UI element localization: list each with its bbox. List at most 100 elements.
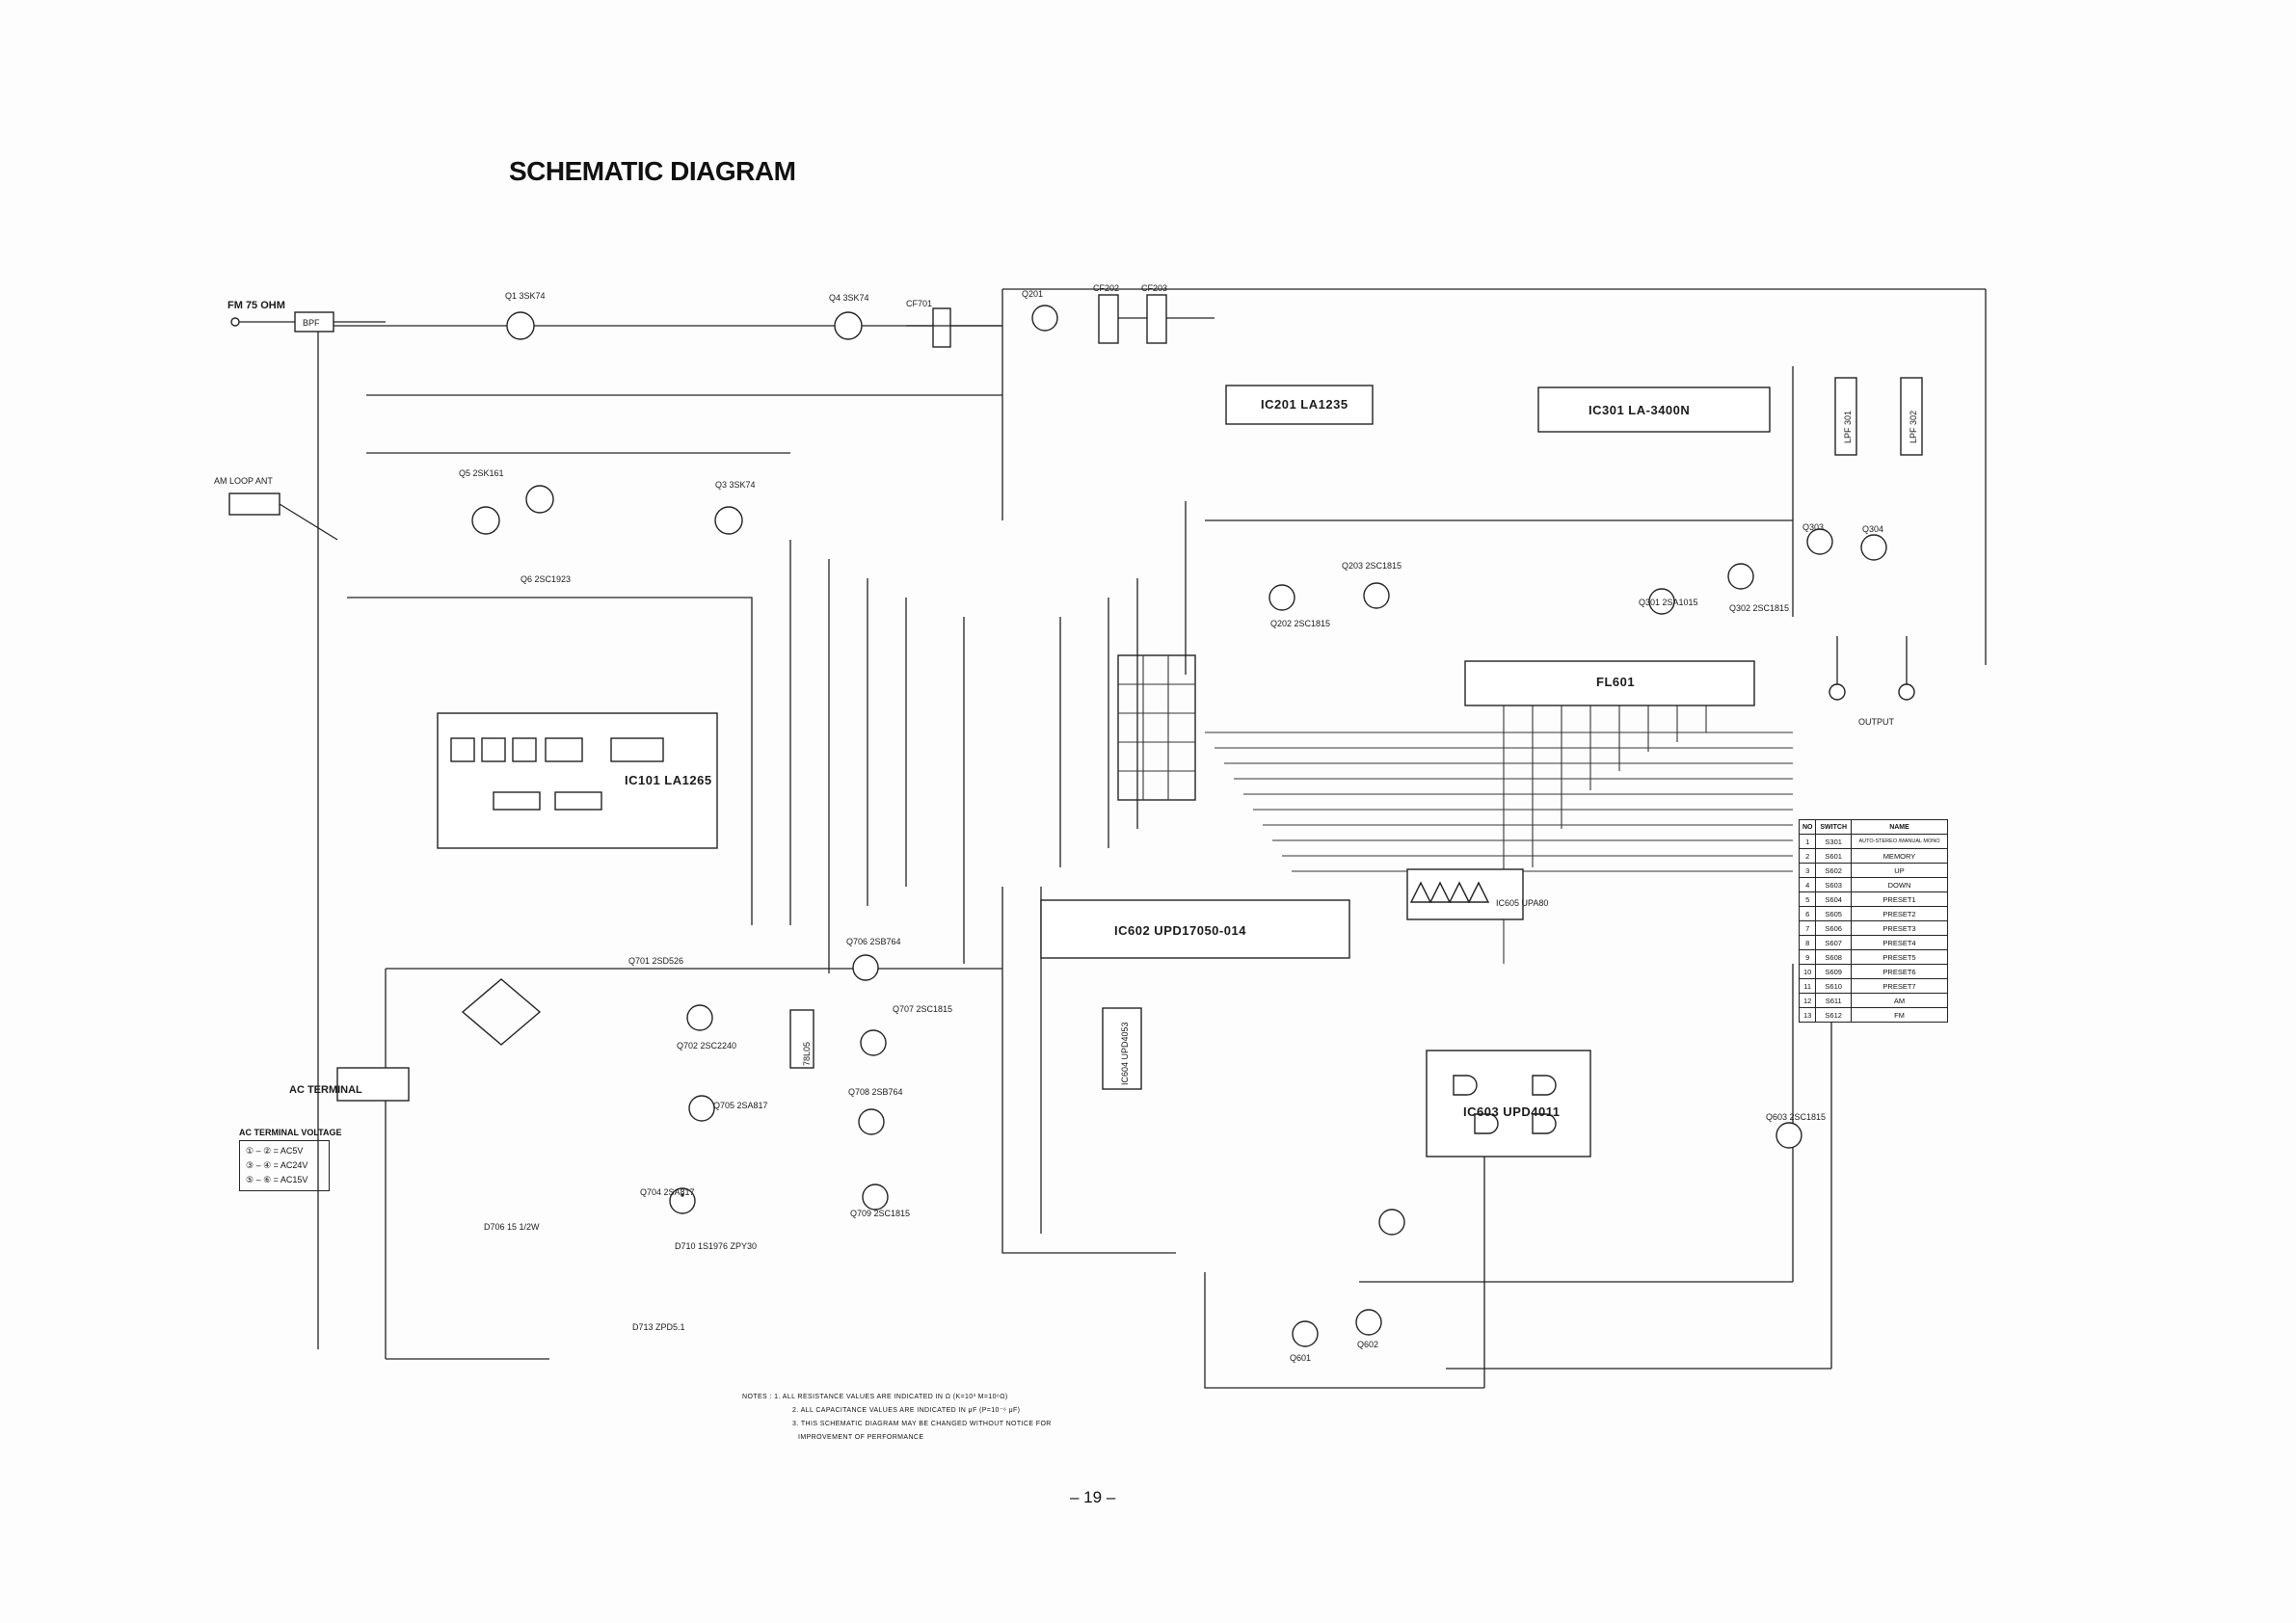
q706-label: Q706 2SB764 (846, 937, 901, 946)
ic301-label: IC301 LA-3400N (1589, 403, 1690, 417)
cell-name: PRESET5 (1851, 949, 1948, 965)
cell-no: 8 (1798, 935, 1817, 950)
col-name: NAME (1851, 819, 1948, 835)
note-line: IMPROVEMENT OF PERFORMANCE (798, 1434, 924, 1441)
if-section (906, 294, 1215, 348)
ac-legend-row: ① – ② = AC5V (246, 1146, 304, 1156)
ic301-block (1537, 386, 1771, 433)
cell-no: 10 (1798, 964, 1817, 979)
ic604-block (1102, 1007, 1142, 1090)
cell-switch: S602 (1815, 863, 1852, 878)
ic603-label: IC603 UPD4011 (1463, 1104, 1560, 1119)
q705-label: Q705 2SA817 (713, 1101, 768, 1110)
power-supply (336, 954, 1802, 1347)
q4-label: Q4 3SK74 (829, 293, 869, 303)
cell-switch: S605 (1815, 906, 1852, 921)
lpf-left-label: LPF 301 (1843, 411, 1853, 443)
ic602-label: IC602 UPD17050-014 (1114, 923, 1246, 938)
q602-label: Q602 (1357, 1340, 1378, 1349)
q601-label: Q601 (1290, 1353, 1311, 1363)
cell-name: PRESET1 (1851, 891, 1948, 907)
lpf-blocks (1834, 377, 1923, 456)
cell-no: 11 (1798, 978, 1817, 994)
q304-label: Q304 (1862, 524, 1883, 534)
cf202-label: CF202 (1093, 283, 1119, 293)
cell-switch: S603 (1815, 877, 1852, 892)
note-line: 3. THIS SCHEMATIC DIAGRAM MAY BE CHANGED… (792, 1421, 1052, 1427)
cell-name: PRESET4 (1851, 935, 1948, 950)
cell-name: FM (1851, 1007, 1948, 1023)
main-wiring (317, 288, 1987, 1389)
cell-name: MEMORY (1851, 848, 1948, 864)
cell-switch: S608 (1815, 949, 1852, 965)
cell-name: DOWN (1851, 877, 1948, 892)
cell-name: UP (1851, 863, 1948, 878)
d706-label: D706 15 1/2W (484, 1222, 540, 1232)
cell-no: 2 (1798, 848, 1817, 864)
am-loop-label: AM LOOP ANT (214, 476, 273, 486)
q704-label: Q704 2SA817 (640, 1187, 695, 1197)
q301-label: Q301 2SA1015 (1639, 598, 1698, 607)
q203-label: Q203 2SC1815 (1342, 561, 1402, 571)
am-loop-input (228, 492, 338, 541)
ic701-label: 78L05 (802, 1042, 812, 1066)
ac-legend-title: AC TERMINAL VOLTAGE (239, 1128, 342, 1137)
q702-label: Q702 2SC2240 (677, 1041, 736, 1051)
cell-no: 12 (1798, 993, 1817, 1008)
q709-label: Q709 2SC1815 (850, 1209, 910, 1218)
cell-no: 5 (1798, 891, 1817, 907)
d710-label: D710 1S1976 ZPY30 (675, 1241, 757, 1251)
fm-antenna-label: FM 75 OHM (227, 300, 285, 311)
cell-no: 7 (1798, 920, 1817, 936)
ac-legend-row: ⑤ – ⑥ = AC15V (246, 1175, 308, 1184)
cell-switch: S301 (1815, 834, 1852, 849)
ic605-block (1406, 868, 1524, 920)
ic101-label: IC101 LA1265 (625, 773, 712, 787)
cell-switch: S610 (1815, 978, 1852, 994)
output-jacks (1829, 636, 1915, 701)
ic603-block (1426, 1050, 1591, 1157)
cell-name: AM (1851, 993, 1948, 1008)
page-number: – 19 – (1070, 1488, 1116, 1506)
ic101-block (437, 712, 718, 849)
cell-no: 13 (1798, 1007, 1817, 1023)
cell-name: AUTO-STEREO /MANUAL MONO (1851, 834, 1948, 849)
cell-name: PRESET6 (1851, 964, 1948, 979)
cell-switch: S611 (1815, 993, 1852, 1008)
cf203-label: CF203 (1141, 283, 1167, 293)
key-matrix (1117, 654, 1196, 801)
cell-switch: S601 (1815, 848, 1852, 864)
fm-antenna-input (230, 311, 386, 333)
cell-no: 3 (1798, 863, 1817, 878)
q603-label: Q603 2SC1815 (1766, 1112, 1826, 1122)
q201-label: Q201 (1022, 289, 1043, 299)
cell-switch: S609 (1815, 964, 1852, 979)
q1-label: Q1 3SK74 (505, 291, 546, 301)
ac-legend-row: ③ – ④ = AC24V (246, 1160, 308, 1170)
lpf-right-label: LPF 302 (1909, 411, 1918, 443)
ic201-label: IC201 LA1235 (1261, 397, 1348, 412)
cell-no: 1 (1798, 834, 1817, 849)
ic605-label: IC605 UPA80 (1496, 898, 1548, 908)
col-no: NO (1798, 819, 1817, 835)
cell-switch: S606 (1815, 920, 1852, 936)
cell-switch: S607 (1815, 935, 1852, 950)
ic604-label: IC604 UPD4053 (1120, 1022, 1130, 1085)
ic201-block (1225, 385, 1374, 425)
ac-legend-box: ① – ② = AC5V ③ – ④ = AC24V ⑤ – ⑥ = AC15V (239, 1140, 330, 1191)
ac-terminal-label: AC TERMINAL (289, 1084, 362, 1096)
cell-name: PRESET2 (1851, 906, 1948, 921)
ac-terminal-voltage-legend: AC TERMINAL VOLTAGE ① – ② = AC5V ③ – ④ =… (239, 1128, 342, 1191)
